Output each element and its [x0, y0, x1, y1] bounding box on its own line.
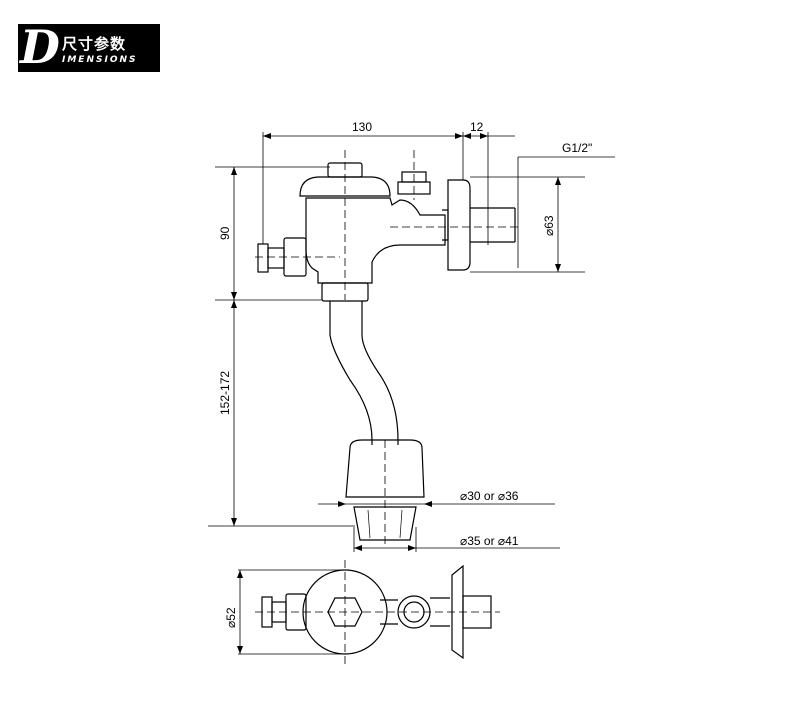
arrow: [263, 133, 271, 139]
arrow: [231, 292, 237, 300]
flange-neck: [442, 209, 449, 241]
label-phi63: ⌀63: [542, 215, 556, 236]
inlet-pipe: [470, 207, 516, 243]
arrow: [555, 177, 561, 185]
label-phi52: ⌀52: [224, 607, 238, 628]
arrow: [463, 133, 471, 139]
label-thread: G1/2": [562, 141, 592, 155]
label-phi30: ⌀30 or ⌀36: [460, 489, 519, 503]
label-12: 12: [470, 120, 484, 134]
dimensions-badge: D 尺寸参数 IMENSIONS: [18, 20, 160, 74]
outlet-tail: [353, 506, 417, 541]
top-view-flange: [451, 564, 464, 660]
top-view-pipe: [430, 597, 450, 627]
arrow: [237, 646, 243, 654]
arrow: [408, 545, 416, 551]
label-phi35: ⌀35 or ⌀41: [460, 534, 519, 548]
knob-cap: [257, 243, 269, 273]
label-130: 130: [352, 120, 372, 134]
arrow: [237, 570, 243, 578]
arrow: [231, 300, 237, 308]
arrow: [354, 545, 362, 551]
badge-title-en: IMENSIONS: [62, 55, 138, 65]
arrow: [231, 167, 237, 175]
arrow: [338, 501, 346, 507]
knob-stem: [267, 247, 285, 269]
wall-flange: [447, 179, 471, 271]
outlet-bell: [345, 439, 425, 498]
arrow: [231, 518, 237, 526]
arrow: [555, 264, 561, 272]
valve-body: [305, 197, 446, 284]
cap-dome: [299, 176, 391, 197]
curved-pipe: [329, 301, 399, 445]
label-90: 90: [218, 226, 232, 240]
arrow: [480, 133, 488, 139]
top-view-neck: [380, 599, 398, 625]
outlet-tail-lines: [367, 509, 403, 539]
label-152-172: 152-172: [218, 371, 232, 415]
badge-title-cn: 尺寸参数: [62, 35, 127, 53]
arrow: [424, 501, 432, 507]
arrow: [455, 133, 463, 139]
badge-letter: D: [20, 20, 60, 74]
